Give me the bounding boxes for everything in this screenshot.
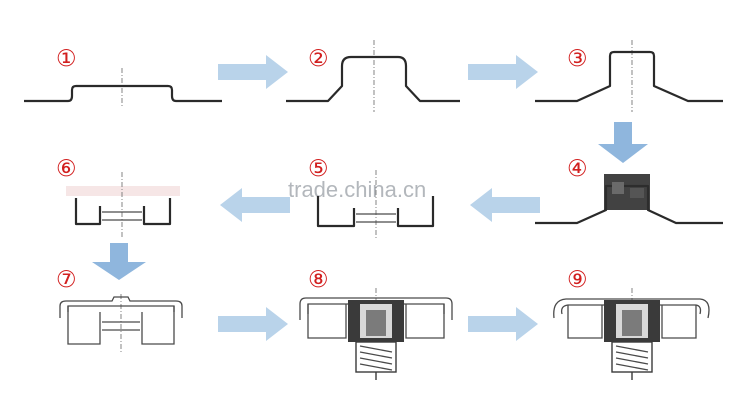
step-1-label: ①: [56, 46, 77, 72]
step-6-profile: [66, 172, 180, 238]
step-3-profile: [535, 40, 723, 112]
step-8-label: ⑧: [308, 267, 329, 293]
step-4-label: ④: [567, 156, 588, 182]
step-7-label: ⑦: [56, 267, 77, 293]
step-2-profile: [286, 40, 460, 112]
arrow-1-to-2: [218, 55, 288, 89]
arrow-6-to-7: [92, 243, 146, 280]
step-9-profile: [553, 288, 710, 380]
step-7-profile: [59, 294, 183, 352]
step-3-label: ③: [567, 46, 588, 72]
arrow-3-to-4: [598, 122, 648, 163]
step-4-profile: [535, 174, 723, 225]
step-5-profile: [316, 170, 435, 238]
step-8-profile: [299, 288, 453, 380]
arrow-5-to-6: [220, 188, 290, 222]
arrow-7-to-8: [218, 307, 288, 341]
step-5-label: ⑤: [308, 156, 329, 182]
step-9-label: ⑨: [567, 267, 588, 293]
step-6-label: ⑥: [56, 156, 77, 182]
arrow-8-to-9: [468, 307, 538, 341]
step-2-label: ②: [308, 46, 329, 72]
arrow-4-to-5: [470, 188, 540, 222]
step-1-profile: [24, 68, 222, 108]
watermark-text: trade.china.cn: [288, 177, 426, 202]
arrow-2-to-3: [468, 55, 538, 89]
